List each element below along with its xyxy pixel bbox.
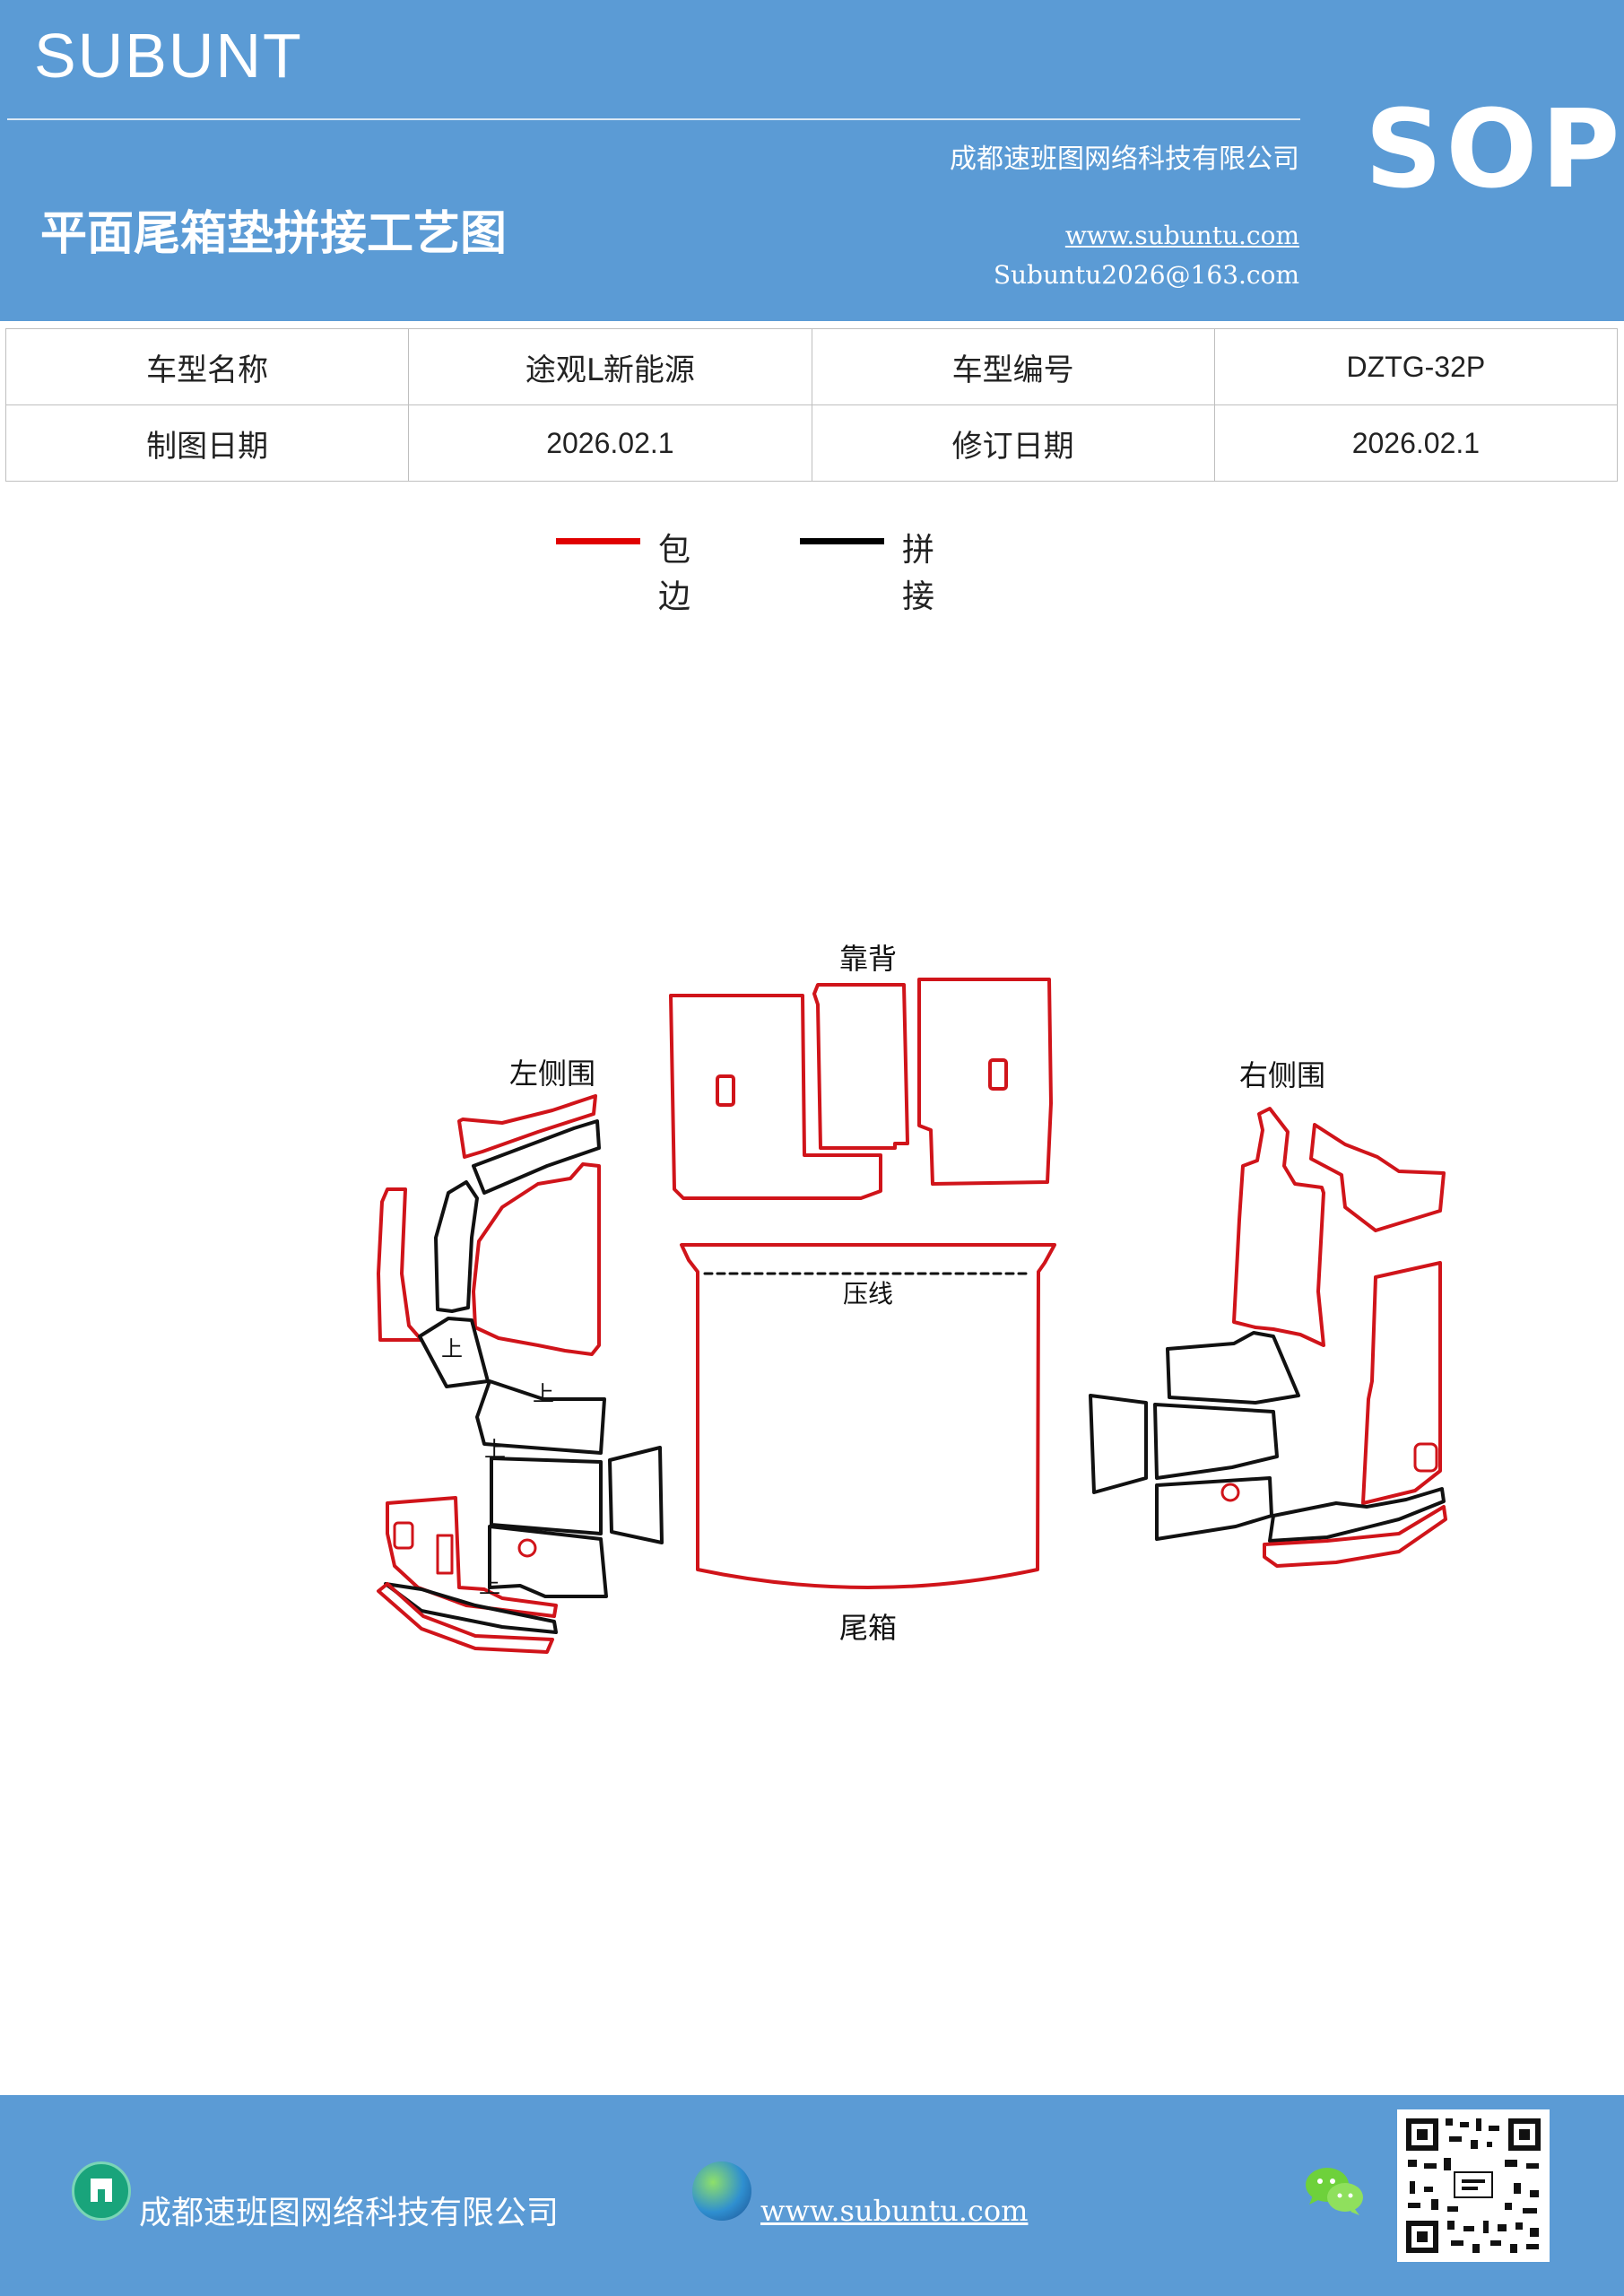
header-banner: SUBUNT 成都速班图网络科技有限公司 平面尾箱垫拼接工艺图 www.subu… (0, 0, 1624, 321)
table-cell: 途观L新能源 (408, 328, 812, 405)
table-cell: DZTG-32P (1213, 328, 1619, 405)
globe-icon (692, 2161, 751, 2221)
table-cell: 制图日期 (4, 404, 410, 482)
label-right-side: 右侧围 (1239, 1058, 1325, 1092)
label-up-mark: 上 (533, 1381, 554, 1406)
sop-badge: SOP (1365, 88, 1624, 213)
label-up-mark: 上 (484, 1437, 506, 1462)
footer-company-name: 成都速班图网络科技有限公司 (139, 2195, 560, 2231)
legend-swatch-edge (556, 538, 640, 544)
legend-label-edge: 包边 (658, 532, 691, 615)
email-address[interactable]: Subuntu2026@163.com (993, 260, 1299, 290)
company-name: 成都速班图网络科技有限公司 (950, 144, 1299, 175)
left-side-panels (377, 1094, 664, 1654)
brand-logo-text: SUBUNT (34, 21, 303, 91)
label-up-mark: 上 (479, 1573, 500, 1598)
label-press-line: 压线 (843, 1279, 893, 1309)
legend-swatch-seam (800, 538, 884, 544)
label-backrest: 靠背 (839, 942, 897, 976)
table-cell: 2026.02.1 (408, 404, 812, 482)
label-trunk: 尾箱 (839, 1611, 897, 1645)
table-cell: 修订日期 (811, 404, 1215, 482)
document-title: 平面尾箱垫拼接工艺图 (40, 206, 508, 261)
label-up-mark: 上 (441, 1336, 463, 1361)
table-row: 车型名称 途观L新能源 车型编号 DZTG-32P (4, 328, 1619, 405)
building-icon (72, 2161, 131, 2221)
qr-code (1397, 2109, 1550, 2262)
trunk-floor (680, 1243, 1056, 1589)
header-divider (7, 118, 1300, 120)
website-link[interactable]: www.subuntu.com (1064, 221, 1299, 250)
footer-banner: 成都速班图网络科技有限公司 www.subuntu.com (0, 2095, 1624, 2296)
vehicle-info-table: 车型名称 途观L新能源 车型编号 DZTG-32P 制图日期 2026.02.1… (4, 328, 1619, 482)
right-side-panels (1089, 1107, 1447, 1568)
footer-website-link[interactable]: www.subuntu.com (760, 2194, 1029, 2228)
table-cell: 车型编号 (811, 328, 1215, 405)
legend-label-seam: 拼接 (902, 532, 935, 615)
table-cell: 车型名称 (4, 328, 410, 405)
table-cell: 2026.02.1 (1213, 404, 1619, 482)
splicing-diagram: 靠背 左侧围 右侧围 压线 尾箱 上 上 上 上 (377, 942, 1447, 1654)
backrest-panels (669, 978, 1053, 1200)
label-left-side: 左侧围 (509, 1057, 595, 1091)
wechat-icon[interactable] (1302, 2163, 1367, 2217)
table-row: 制图日期 2026.02.1 修订日期 2026.02.1 (4, 404, 1619, 482)
